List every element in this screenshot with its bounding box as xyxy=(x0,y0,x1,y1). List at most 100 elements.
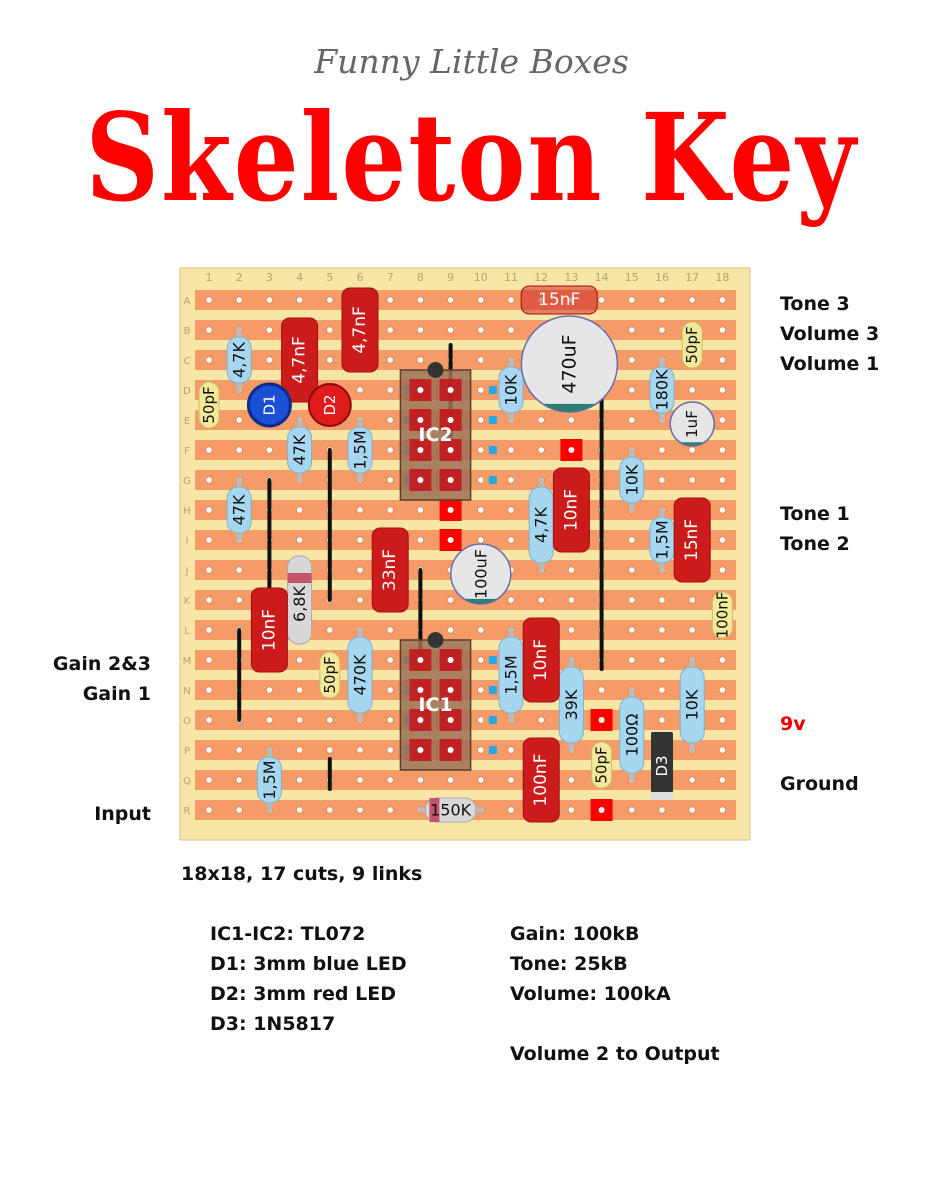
column-number: 13 xyxy=(564,271,578,284)
hole xyxy=(235,596,243,604)
resistor xyxy=(619,456,645,504)
column-number: 8 xyxy=(417,271,424,284)
hole xyxy=(386,416,394,424)
resistor-band xyxy=(287,573,312,583)
hole xyxy=(417,477,424,483)
hole xyxy=(447,447,454,453)
capacitor-value: 4,7nF xyxy=(350,306,370,354)
hole xyxy=(718,476,726,484)
hole xyxy=(417,417,424,423)
hole xyxy=(688,626,696,634)
diode xyxy=(651,732,673,800)
capacitor-value: 100nF xyxy=(713,592,731,639)
hole xyxy=(658,296,666,304)
resistor-value: 1,5M xyxy=(260,760,279,799)
hole xyxy=(386,656,394,664)
hole xyxy=(265,686,273,694)
row-letter: I xyxy=(186,536,189,547)
capacitor-value: 50pF xyxy=(321,656,339,693)
column-number: 10 xyxy=(474,271,488,284)
hole xyxy=(628,296,636,304)
ceramic-capacitor xyxy=(681,321,703,369)
diode-band xyxy=(651,792,673,800)
hole xyxy=(356,776,364,784)
film-capacitor xyxy=(673,497,711,583)
row-letter: M xyxy=(183,656,192,667)
resistor-value: 4,7K xyxy=(230,342,249,378)
hole xyxy=(628,656,636,664)
hole xyxy=(507,746,515,754)
hole xyxy=(507,296,515,304)
part-d1: D1: 3mm blue LED xyxy=(210,953,407,975)
ic-pad xyxy=(488,686,497,694)
hole xyxy=(598,686,606,694)
hole xyxy=(507,476,515,484)
ic-pad xyxy=(488,416,497,424)
hole xyxy=(567,416,575,424)
hole xyxy=(598,717,605,723)
hole xyxy=(235,746,243,754)
hole xyxy=(628,596,636,604)
hole xyxy=(718,356,726,364)
hole xyxy=(326,326,334,334)
hole xyxy=(567,566,575,574)
hole xyxy=(205,596,213,604)
label-gain-1: Gain 1 xyxy=(82,683,151,705)
capacitor-value: 100uF xyxy=(471,549,490,599)
hole xyxy=(356,566,364,574)
hole xyxy=(718,566,726,574)
film-capacitor xyxy=(341,287,379,373)
hole xyxy=(205,776,213,784)
hole xyxy=(265,716,273,724)
hole xyxy=(537,596,545,604)
hole xyxy=(628,386,636,394)
board-summary: 18x18, 17 cuts, 9 links xyxy=(181,863,423,885)
hole xyxy=(718,416,726,424)
row-letter: D xyxy=(183,386,191,397)
hole xyxy=(326,626,334,634)
ic-notch xyxy=(427,362,444,378)
label-9v: 9v xyxy=(780,713,806,735)
ceramic-capacitor xyxy=(711,591,733,639)
hole xyxy=(477,386,485,394)
film-capacitor xyxy=(520,285,598,315)
pot-tone: Tone: 25kB xyxy=(510,953,628,975)
hole xyxy=(477,446,485,454)
hole xyxy=(296,776,304,784)
hole xyxy=(326,716,334,724)
hole xyxy=(205,296,213,304)
column-number: 11 xyxy=(504,271,518,284)
diode-label: D3 xyxy=(653,755,671,776)
ic-pad xyxy=(488,476,497,484)
hole xyxy=(416,776,424,784)
row-letter: Q xyxy=(183,776,191,787)
capacitor-value: 50pF xyxy=(683,326,701,363)
hole xyxy=(628,416,636,424)
hole xyxy=(507,776,515,784)
hole xyxy=(205,356,213,364)
hole xyxy=(416,296,424,304)
hole xyxy=(386,386,394,394)
hole xyxy=(688,776,696,784)
resistor-value: 1,5M xyxy=(502,655,521,694)
hole xyxy=(205,566,213,574)
column-number: 14 xyxy=(595,271,609,284)
hole xyxy=(205,626,213,634)
hole xyxy=(537,716,545,724)
capacitor-value: 1uF xyxy=(683,410,701,438)
copper-strip xyxy=(195,320,736,340)
hole xyxy=(568,447,575,453)
hole xyxy=(416,356,424,364)
resistor xyxy=(226,486,252,534)
ic-pad xyxy=(488,386,497,394)
hole xyxy=(567,626,575,634)
resistor xyxy=(287,426,313,474)
hole xyxy=(477,746,485,754)
hole xyxy=(386,446,394,454)
hole xyxy=(447,537,454,543)
film-capacitor xyxy=(522,617,560,703)
part-ic: IC1-IC2: TL072 xyxy=(210,923,366,945)
hole xyxy=(417,717,424,723)
hole xyxy=(386,626,394,634)
